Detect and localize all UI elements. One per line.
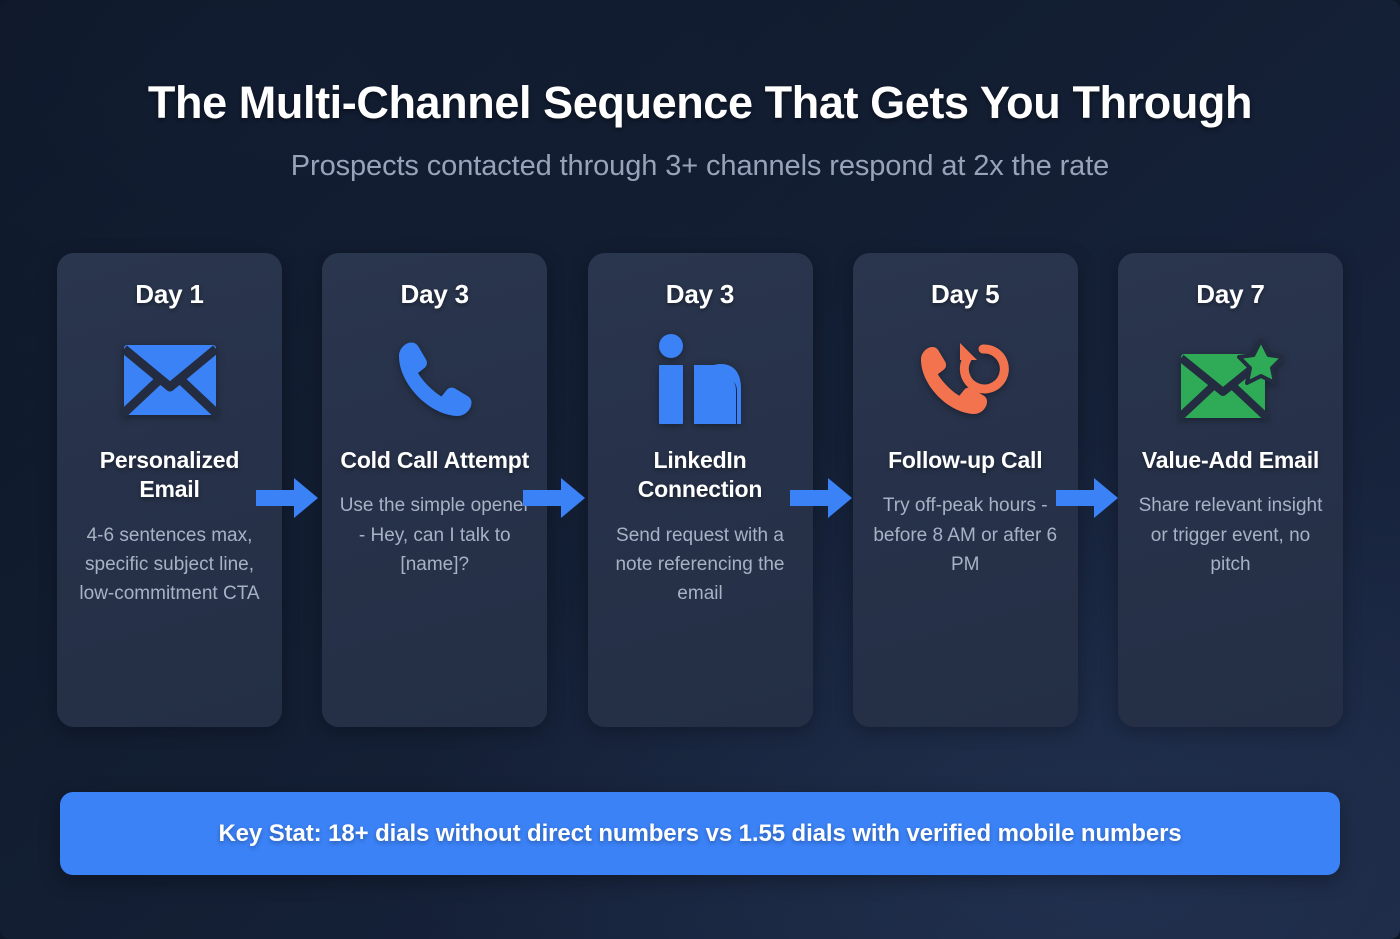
linkedin-icon [658,326,742,434]
arrow-right-icon [256,478,318,518]
step-description: Share relevant insight or trigger event,… [1138,495,1323,575]
step-title: Value-Add Email [1141,447,1320,473]
step-day-label: Day 5 [931,279,1000,309]
arrow-right-icon [790,478,852,518]
step-title: LinkedIn Connection [637,447,763,503]
phone-icon [391,326,479,434]
step-day-label: Day 7 [1196,279,1265,309]
step-card-1[interactable]: Day 1 Personalized Email 4-6 sentences m… [57,253,282,727]
page-title: The Multi-Channel Sequence That Gets You… [147,77,1253,128]
step-card-4[interactable]: Day 5 Follow-up Call Try off-peak hours … [852,253,1078,727]
step-day-label: Day 1 [135,279,204,309]
step-card-2[interactable]: Day 3 Cold Call Attempt Use the simple o… [322,253,548,727]
step-title: Personalized Email [99,447,240,503]
arrow-right-icon [1056,478,1118,518]
step-description: Try off-peak hours - before 8 AM or afte… [873,495,1058,575]
arrow-right-icon [523,478,585,518]
step-title: Cold Call Attempt [340,447,530,473]
envelope-star-icon [1178,326,1283,434]
step-title: Follow-up Call [888,447,1043,473]
step-day-label: Day 3 [665,279,735,309]
step-description: Use the simple opener - Hey, can I talk … [339,495,530,575]
key-stat-text: Key Stat: 18+ dials without direct numbe… [218,819,1182,847]
phone-callback-icon [915,326,1015,434]
envelope-icon [121,326,218,434]
step-description: Send request with a note referencing the… [615,524,785,604]
header: The Multi-Channel Sequence That Gets You… [0,0,1400,183]
step-description: 4-6 sentences max, specific subject line… [79,524,260,604]
step-card-5[interactable]: Day 7 Value-Add Email Share relevant ins… [1118,253,1343,727]
key-stat-banner: Key Stat: 18+ dials without direct numbe… [60,792,1340,875]
page-subtitle: Prospects contacted through 3+ channels … [290,150,1110,183]
step-day-label: Day 3 [400,279,470,309]
step-card-3[interactable]: Day 3 LinkedIn Connection Send request w… [587,253,813,727]
sequence-steps-row: Day 1 Personalized Email 4-6 sentences m… [57,253,1343,727]
